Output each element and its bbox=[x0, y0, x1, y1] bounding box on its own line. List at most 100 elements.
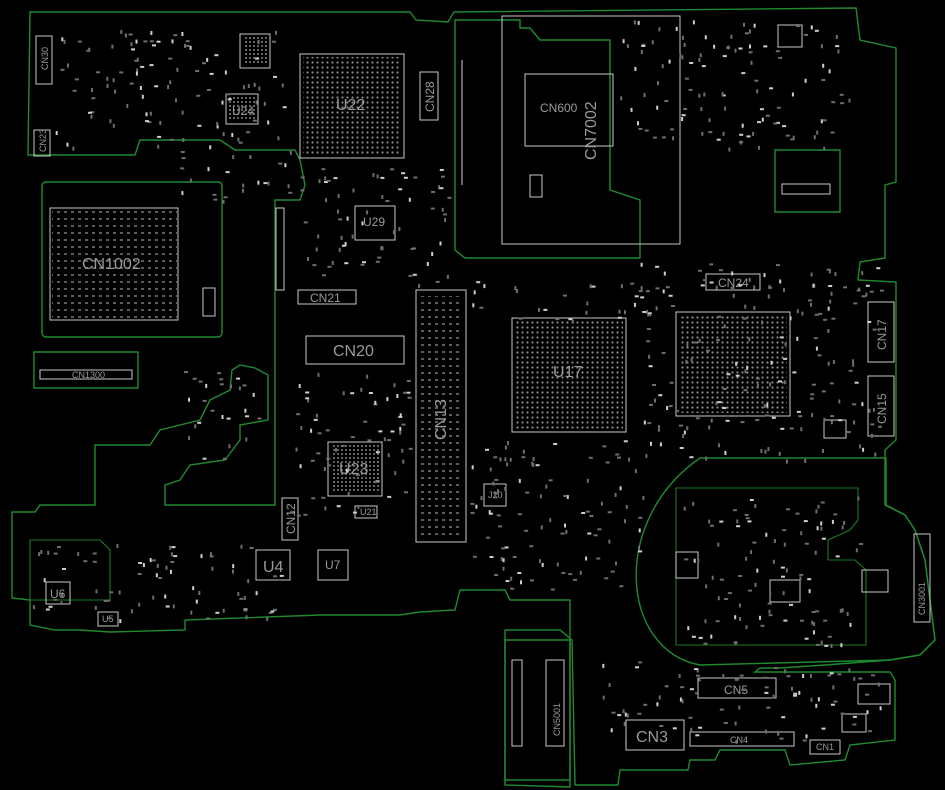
smd-pad bbox=[727, 45, 730, 50]
smd-pad bbox=[791, 92, 794, 97]
smd-pad bbox=[209, 145, 212, 150]
smd-pad bbox=[605, 461, 610, 464]
smd-pad bbox=[563, 294, 567, 297]
smd-pad bbox=[831, 101, 836, 104]
u17-box bbox=[511, 317, 627, 433]
smd-pad bbox=[813, 337, 818, 340]
smd-pad bbox=[877, 682, 880, 687]
smd-pad bbox=[321, 496, 326, 499]
u22-body bbox=[303, 57, 401, 155]
smd-pad bbox=[366, 210, 369, 215]
smd-pad bbox=[753, 285, 756, 290]
smd-pad bbox=[798, 690, 801, 695]
smd-pad bbox=[145, 120, 149, 123]
smd-pad bbox=[799, 576, 802, 581]
smd-pad bbox=[360, 263, 365, 266]
smd-pad bbox=[821, 727, 826, 730]
smd-pad bbox=[655, 306, 658, 311]
smd-pad bbox=[521, 456, 526, 459]
smd-pad bbox=[189, 45, 192, 50]
smd-pad bbox=[40, 550, 43, 554]
smd-pad bbox=[837, 673, 842, 676]
smd-pad bbox=[689, 688, 694, 691]
smd-pad bbox=[284, 163, 287, 168]
smd-pad bbox=[345, 468, 348, 473]
cn7002-small-connector bbox=[529, 174, 543, 198]
smd-pad bbox=[773, 122, 778, 125]
smd-pad bbox=[652, 136, 657, 139]
smd-pad bbox=[184, 371, 188, 374]
smd-pad bbox=[635, 666, 639, 669]
smd-pad bbox=[317, 432, 322, 435]
cn13-label: CN13 bbox=[433, 399, 450, 440]
smd-pad bbox=[149, 40, 154, 43]
smd-pad bbox=[711, 575, 714, 580]
smd-pad bbox=[88, 47, 91, 52]
smd-pad bbox=[783, 380, 786, 385]
smd-pad bbox=[743, 22, 745, 27]
smd-pad bbox=[152, 44, 156, 47]
smd-pad bbox=[140, 65, 145, 68]
smd-pad bbox=[638, 290, 643, 293]
smd-pad bbox=[344, 262, 349, 265]
cn3-label: CN3 bbox=[636, 729, 668, 746]
smd-pad bbox=[689, 62, 694, 64]
smd-pad bbox=[638, 550, 643, 553]
smd-pad bbox=[867, 321, 872, 323]
smd-pad bbox=[761, 117, 764, 122]
smd-pad bbox=[338, 247, 341, 252]
smd-pad bbox=[644, 129, 649, 132]
smd-pad bbox=[622, 709, 625, 714]
smd-pad bbox=[568, 318, 573, 321]
smd-pad bbox=[499, 457, 502, 462]
cn21-box bbox=[297, 289, 357, 305]
smd-pad bbox=[181, 32, 184, 36]
smd-pad bbox=[811, 413, 814, 418]
smd-pad bbox=[401, 448, 404, 453]
smd-pad bbox=[209, 72, 214, 75]
smd-pad bbox=[242, 188, 244, 193]
smd-pad bbox=[398, 227, 401, 232]
cn5001-left-rail bbox=[511, 659, 523, 747]
smd-pad bbox=[351, 234, 354, 239]
smd-pad bbox=[145, 112, 148, 117]
smd-pad bbox=[112, 123, 115, 128]
smd-pad bbox=[814, 550, 817, 555]
smd-pad bbox=[184, 43, 186, 48]
smd-pad bbox=[750, 60, 753, 65]
smd-pad bbox=[541, 562, 544, 567]
smd-pad bbox=[767, 447, 770, 452]
smd-pad bbox=[305, 397, 310, 400]
smd-pad bbox=[744, 514, 749, 516]
smd-pad bbox=[617, 316, 622, 319]
smd-pad bbox=[657, 81, 659, 86]
smd-pad bbox=[289, 150, 292, 155]
smd-pad bbox=[344, 242, 347, 246]
smd-pad bbox=[152, 595, 155, 600]
smd-pad bbox=[206, 57, 209, 62]
smd-pad bbox=[682, 434, 685, 438]
smd-pad bbox=[764, 729, 767, 734]
smd-pad bbox=[106, 76, 109, 81]
smd-pad bbox=[830, 703, 835, 706]
smd-pad bbox=[841, 608, 844, 613]
smd-pad bbox=[679, 697, 682, 702]
smd-pad bbox=[804, 78, 807, 83]
smd-pad bbox=[805, 734, 808, 739]
smd-pad bbox=[698, 93, 701, 98]
smd-pad bbox=[112, 78, 115, 83]
smd-pad bbox=[247, 579, 250, 584]
smd-pad bbox=[861, 402, 864, 407]
smd-pad bbox=[738, 284, 743, 287]
smd-pad bbox=[107, 617, 112, 620]
smd-pad bbox=[426, 262, 429, 266]
smd-pad bbox=[362, 261, 366, 264]
smd-pad bbox=[543, 308, 548, 311]
smd-pad bbox=[324, 181, 328, 183]
smd-pad bbox=[634, 66, 637, 71]
smd-pad bbox=[626, 44, 629, 49]
smd-pad bbox=[443, 213, 448, 216]
smd-pad bbox=[695, 417, 700, 420]
j20-small bbox=[823, 419, 847, 439]
